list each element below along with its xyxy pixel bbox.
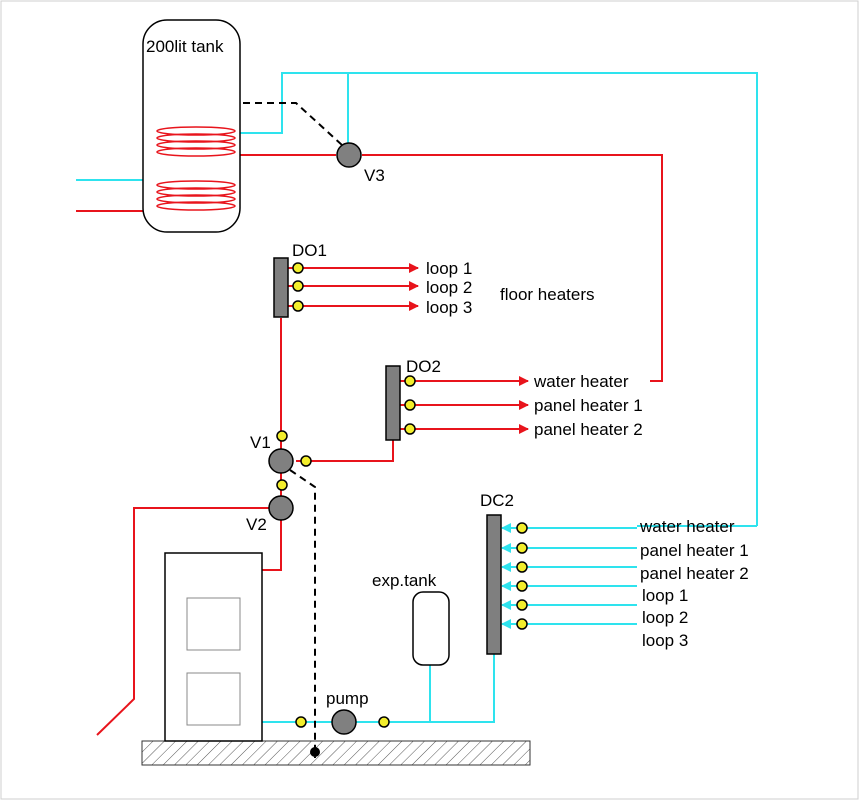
dc2-label: DC2 <box>480 491 514 510</box>
do1-output-1: loop 1 <box>426 259 472 278</box>
dc2-input-6: loop 3 <box>642 631 688 650</box>
valve-v3 <box>336 142 362 168</box>
pump <box>331 709 357 735</box>
dc2-input-1: water heater <box>639 517 735 536</box>
valve-v1 <box>268 448 294 474</box>
v1-label: V1 <box>250 433 271 452</box>
do2-label: DO2 <box>406 357 441 376</box>
floor-heaters-label: floor heaters <box>500 285 595 304</box>
sensor-dot-ground <box>310 747 320 757</box>
v3-label: V3 <box>364 166 385 185</box>
do1-output-3: loop 3 <box>426 298 472 317</box>
dc2-input-2: panel heater 1 <box>640 541 749 560</box>
upper-coil <box>156 126 236 157</box>
tank-label: 200lit tank <box>146 37 224 56</box>
pump-label: pump <box>326 689 369 708</box>
pump-outlet-fitting <box>378 716 390 728</box>
do1-label: DO1 <box>292 241 327 260</box>
exp-tank-label: exp.tank <box>372 571 437 590</box>
manifold-do1 <box>273 257 304 318</box>
valve-v2 <box>268 495 294 521</box>
manifold-dc2 <box>486 514 528 655</box>
do2-output-2: panel heater 1 <box>534 396 643 415</box>
do1-output-lines <box>288 263 419 311</box>
control-lines <box>195 102 343 758</box>
lower-coil <box>156 180 236 211</box>
do2-output-3: panel heater 2 <box>534 420 643 439</box>
v1-fittings <box>276 430 312 491</box>
dc2-input-4: loop 1 <box>642 586 688 605</box>
supply-pipes <box>76 154 663 736</box>
storage-tank: 200lit tank <box>142 19 241 233</box>
dc2-input-5: loop 2 <box>642 608 688 627</box>
ground-slab <box>141 740 531 766</box>
v2-label: V2 <box>246 515 267 534</box>
manifold-do2 <box>385 365 416 441</box>
do2-output-1: water heater <box>533 372 629 391</box>
dc2-input-3: panel heater 2 <box>640 564 749 583</box>
pump-inlet-fitting <box>295 716 307 728</box>
do2-output-lines <box>400 376 529 434</box>
do1-output-2: loop 2 <box>426 278 472 297</box>
expansion-tank <box>412 591 450 666</box>
boiler <box>164 552 263 742</box>
